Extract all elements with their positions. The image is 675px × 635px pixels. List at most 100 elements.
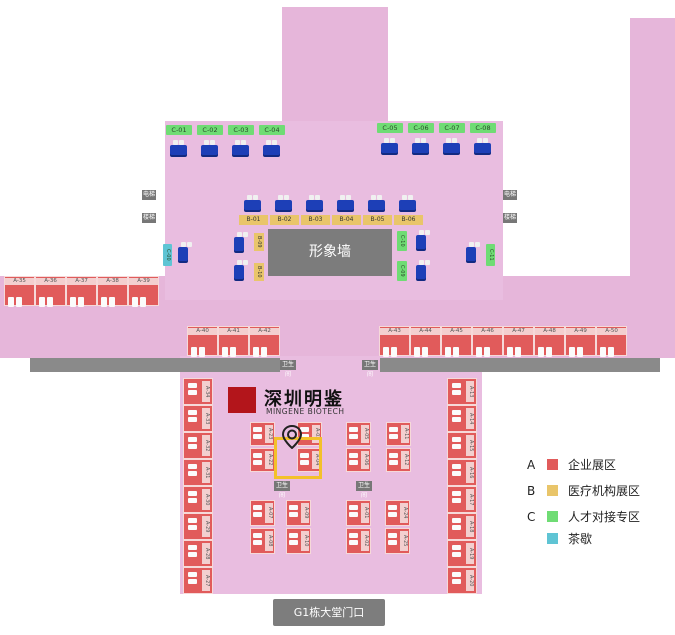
a-booth: A-19 <box>447 540 477 567</box>
b-booth-label: B-01 <box>239 215 268 225</box>
chair-icon <box>474 138 491 153</box>
a-booth: A-24 <box>385 500 410 526</box>
a-booth: A-44 <box>410 326 441 357</box>
a-booth: A-23 <box>250 422 275 446</box>
chair-icon <box>263 140 280 155</box>
a-booth: A-08 <box>250 528 275 554</box>
a-booth: A-40 <box>187 326 218 357</box>
a-booth: A-11 <box>386 422 411 446</box>
small-sign-center-left: 卫生间 <box>274 481 290 499</box>
legend-item: 茶歇 <box>527 531 592 547</box>
a-booth: A-46 <box>472 326 503 357</box>
a-booth: A-33 <box>183 405 213 432</box>
a-booth: A-02 <box>346 528 371 554</box>
small-sign-left: 卫生间 <box>280 360 296 378</box>
wall-left <box>30 358 280 372</box>
highlighted-booth-frame <box>274 437 322 479</box>
logo-mark-icon <box>228 387 256 413</box>
chair-icon <box>244 195 261 210</box>
a-booth: A-43 <box>379 326 410 357</box>
chair-icon <box>178 242 188 261</box>
a-booth: A-35 <box>4 276 35 307</box>
a-booth: A-25 <box>385 528 410 554</box>
a-booth: A-47 <box>503 326 534 357</box>
location-pin-icon <box>281 424 303 453</box>
chair-icon <box>443 138 460 153</box>
small-sign-center-right: 卫生间 <box>356 481 372 499</box>
side-marker-stairs-right: 楼梯 <box>503 213 517 223</box>
chair-icon <box>416 260 426 279</box>
a-booth: A-16 <box>447 459 477 486</box>
a-booth: A-09 <box>286 500 311 526</box>
chair-icon <box>416 230 426 249</box>
b-side-booth-label: B-09 <box>254 233 264 251</box>
chair-icon <box>368 195 385 210</box>
logo-en-text: MINGENE BIOTECH <box>266 407 345 416</box>
a-booth: A-18 <box>447 513 477 540</box>
a-booth: A-30 <box>183 486 213 513</box>
c-booth-label: C-06 <box>408 123 434 133</box>
a-booth: A-28 <box>183 540 213 567</box>
a-booth: A-12 <box>386 448 411 472</box>
chair-icon <box>201 140 218 155</box>
a-booth: A-17 <box>447 486 477 513</box>
chair-icon <box>337 195 354 210</box>
c-side-booth-label: C-09 <box>397 261 407 281</box>
a-booth: A-10 <box>286 528 311 554</box>
chair-icon <box>412 138 429 153</box>
a-booth: A-42 <box>249 326 280 357</box>
chair-icon <box>275 195 292 210</box>
b-booth-label: B-02 <box>270 215 299 225</box>
chair-icon <box>381 138 398 153</box>
zone-top-corridor <box>282 7 388 127</box>
b-booth-label: B-05 <box>363 215 392 225</box>
entrance-text: G1栋大堂门口 <box>293 606 365 619</box>
tea-booth-label: C-00 <box>163 244 172 266</box>
c-booth-label: C-02 <box>197 125 223 135</box>
chair-icon <box>170 140 187 155</box>
chair-icon <box>234 260 244 279</box>
c-booth-label: C-03 <box>228 125 254 135</box>
legend-swatch <box>547 511 558 522</box>
c-booth-label: C-04 <box>259 125 285 135</box>
c-booth-label: C-05 <box>377 123 403 133</box>
c-booth-label: C-08 <box>470 123 496 133</box>
a-booth: A-06 <box>346 448 371 472</box>
b-booth-label: B-04 <box>332 215 361 225</box>
a-booth: A-45 <box>441 326 472 357</box>
chair-icon <box>399 195 416 210</box>
a-booth: A-03 <box>297 422 322 446</box>
small-sign-right: 卫生间 <box>362 360 378 378</box>
a-booth: A-37 <box>66 276 97 307</box>
side-marker-elevator: 电梯 <box>142 190 156 200</box>
a-booth: A-29 <box>183 513 213 540</box>
a-booth: A-20 <box>447 567 477 594</box>
a-booth: A-04 <box>297 448 322 472</box>
legend-swatch <box>547 485 558 496</box>
a-booth: A-31 <box>183 459 213 486</box>
a-booth: A-13 <box>447 378 477 405</box>
a-booth: A-49 <box>565 326 596 357</box>
side-marker-stairs: 楼梯 <box>142 213 156 223</box>
chair-icon <box>232 140 249 155</box>
chair-icon <box>466 242 476 261</box>
a-booth: A-01 <box>346 500 371 526</box>
wall-right <box>380 358 660 372</box>
b-side-booth-label: B-10 <box>254 263 264 281</box>
a-booth: A-07 <box>250 500 275 526</box>
b-booth-label: B-06 <box>394 215 423 225</box>
a-booth: A-14 <box>447 405 477 432</box>
a-booth: A-05 <box>346 422 371 446</box>
feature-wall: 形象墙 <box>268 229 392 276</box>
a-booth: A-41 <box>218 326 249 357</box>
logo-cn-text: 深圳明鉴 <box>264 389 344 410</box>
a-booth: A-22 <box>250 448 275 472</box>
legend-swatch <box>547 459 558 470</box>
a-booth: A-15 <box>447 432 477 459</box>
a-booth: A-36 <box>35 276 66 307</box>
entrance-label: G1栋大堂门口 <box>273 599 385 626</box>
